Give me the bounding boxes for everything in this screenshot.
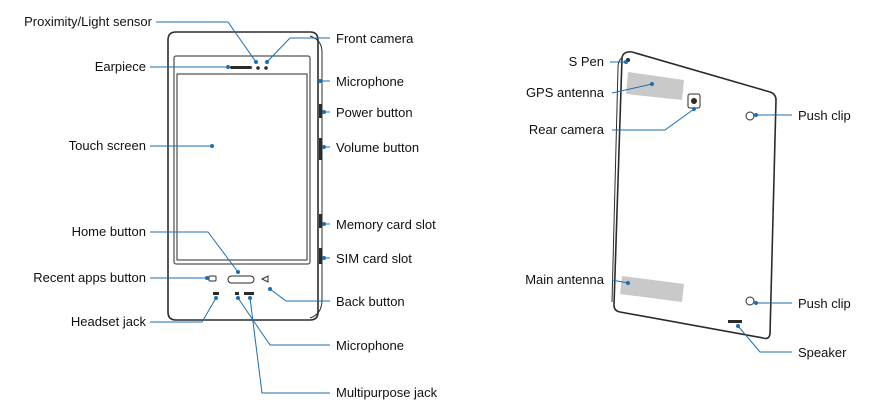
- front-display-frame: [173, 55, 311, 265]
- dot-power-button: [322, 110, 326, 114]
- push-clip-bottom-hole: [745, 296, 755, 306]
- dot-s-pen: [624, 60, 628, 64]
- label-power-button: Power button: [336, 105, 413, 120]
- dot-back-button: [268, 287, 272, 291]
- label-proximity-sensor: Proximity/Light sensor: [24, 14, 153, 29]
- label-sim-card-slot: SIM card slot: [336, 251, 412, 266]
- label-earpiece: Earpiece: [95, 59, 146, 74]
- label-front-camera: Front camera: [336, 31, 414, 46]
- dot-touch-screen: [210, 144, 214, 148]
- memory-slot-side: [319, 214, 322, 228]
- dot-push-clip-bottom: [754, 301, 758, 305]
- front-device-side-edge: [309, 35, 323, 319]
- back-device-body: [613, 51, 777, 340]
- label-microphone-bottom: Microphone: [336, 338, 404, 353]
- front-leader-dots: [205, 60, 326, 300]
- speaker-grille: [728, 320, 742, 323]
- dot-earpiece: [226, 65, 230, 69]
- leader-front-camera: [266, 37, 330, 63]
- dot-rear-camera: [692, 107, 696, 111]
- front-camera-lens: [264, 66, 268, 70]
- dot-front-camera: [265, 60, 269, 64]
- leader-main-antenna: [611, 279, 629, 284]
- leader-headset-jack: [150, 297, 217, 323]
- label-microphone-top: Microphone: [336, 74, 404, 89]
- dot-microphone-bottom: [236, 296, 240, 300]
- dot-gps-antenna: [650, 82, 654, 86]
- label-memory-card-slot: Memory card slot: [336, 217, 436, 232]
- dot-speaker: [736, 324, 740, 328]
- label-volume-button: Volume button: [336, 140, 419, 155]
- push-clip-top-hole: [745, 111, 755, 121]
- back-leader-dots: [624, 60, 758, 328]
- recent-apps-key: [208, 275, 217, 282]
- dot-push-clip-top: [754, 113, 758, 117]
- dot-multipurpose-jack: [248, 296, 252, 300]
- leader-microphone-bottom: [237, 297, 330, 346]
- power-key-side: [319, 104, 322, 118]
- label-headset-jack: Headset jack: [71, 314, 147, 329]
- leader-gps-antenna: [611, 83, 653, 94]
- label-push-clip-top: Push clip: [798, 108, 851, 123]
- dot-sim-card-slot: [322, 256, 326, 260]
- label-speaker: Speaker: [798, 345, 847, 360]
- label-rear-camera: Rear camera: [529, 122, 605, 137]
- dot-recent-apps: [205, 276, 209, 280]
- leader-back-button: [269, 288, 330, 302]
- proximity-sensor-dot: [256, 66, 260, 70]
- usb-jack-port: [244, 292, 254, 295]
- dot-proximity-sensor: [254, 60, 258, 64]
- rear-camera-lens: [691, 98, 697, 104]
- volume-key-side: [319, 138, 322, 160]
- label-home-button: Home button: [72, 224, 146, 239]
- label-main-antenna: Main antenna: [525, 272, 605, 287]
- back-key: [260, 275, 269, 283]
- main-antenna-strip: [620, 276, 684, 302]
- leader-home-button: [150, 231, 239, 273]
- bottom-mic-port: [235, 292, 239, 295]
- front-labels: Proximity/Light sensor Front camera Earp…: [24, 14, 438, 400]
- dot-volume-button: [322, 145, 326, 149]
- back-leader-lines: [610, 61, 792, 353]
- dot-headset-jack: [214, 296, 218, 300]
- dot-microphone-top: [318, 79, 322, 83]
- headset-jack-port: [213, 292, 219, 295]
- leader-proximity-sensor: [156, 21, 257, 63]
- leader-rear-camera: [612, 108, 695, 131]
- dot-memory-card-slot: [322, 222, 326, 226]
- dot-main-antenna: [626, 281, 630, 285]
- earpiece-slot: [230, 66, 252, 69]
- label-s-pen: S Pen: [569, 54, 604, 69]
- gps-antenna-strip: [626, 72, 684, 100]
- label-push-clip-bottom: Push clip: [798, 296, 851, 311]
- leader-multipurpose-jack: [249, 297, 330, 394]
- back-device: [611, 51, 777, 340]
- sim-slot-side: [319, 248, 322, 264]
- home-button-key: [227, 275, 255, 284]
- leader-speaker: [737, 325, 792, 353]
- touch-screen-panel: [176, 73, 308, 261]
- front-device-body: [167, 31, 319, 321]
- label-multipurpose-jack: Multipurpose jack: [336, 385, 438, 400]
- front-device: [167, 31, 323, 321]
- dot-home-button: [236, 270, 240, 274]
- label-touch-screen: Touch screen: [69, 138, 146, 153]
- label-back-button: Back button: [336, 294, 405, 309]
- label-gps-antenna: GPS antenna: [526, 85, 605, 100]
- label-recent-apps-button: Recent apps button: [33, 270, 146, 285]
- back-labels: S Pen GPS antenna Rear camera Push clip …: [525, 54, 851, 360]
